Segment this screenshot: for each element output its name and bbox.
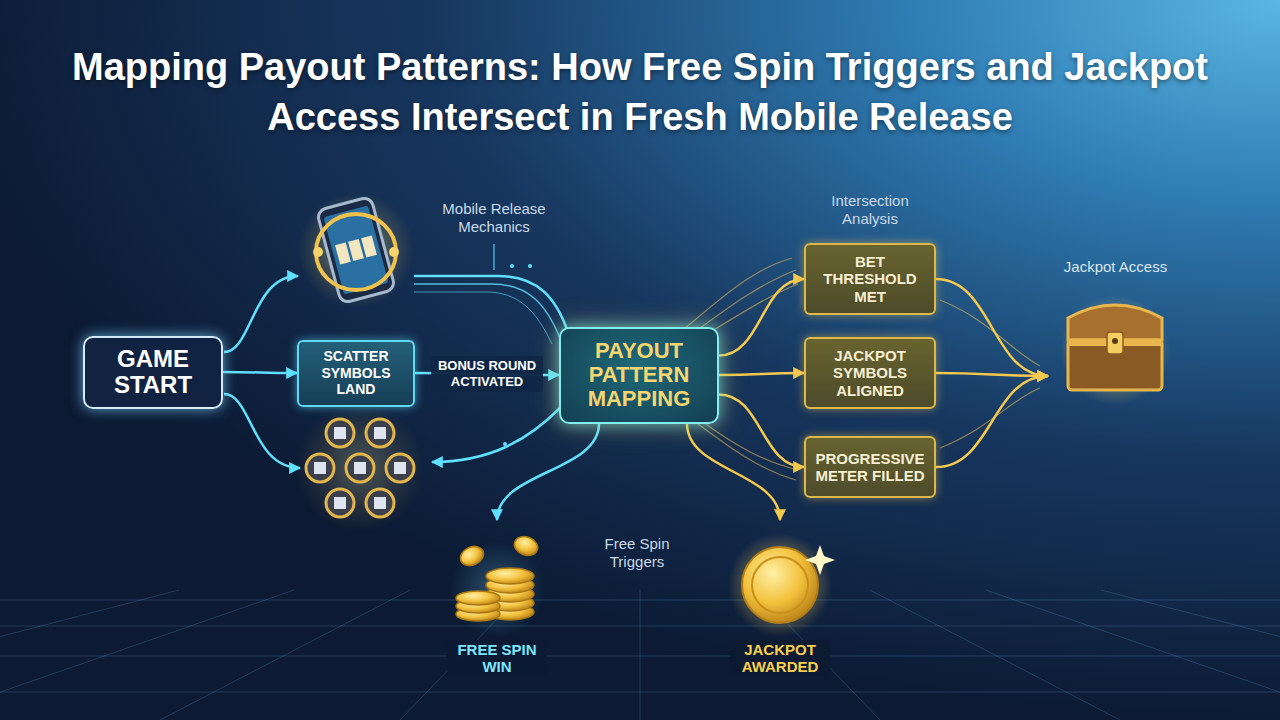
reel-icon <box>386 454 414 482</box>
reel-face <box>334 497 346 509</box>
fan-line <box>692 270 796 334</box>
fan-line <box>690 418 796 480</box>
coin-stacks <box>449 533 545 638</box>
edge-label: BONUS ROUND ACTIVATED <box>431 356 543 391</box>
reel-icon <box>366 419 394 447</box>
reel-icon <box>306 454 334 482</box>
flow-connector <box>719 279 804 356</box>
phone-reel <box>335 242 351 264</box>
flow-connector <box>936 279 1048 376</box>
ring-stud <box>389 247 399 257</box>
condition-box: JACKPOT SYMBOLS ALIGNED <box>804 337 936 409</box>
flow-connector <box>936 373 1048 376</box>
phone-glow <box>298 192 414 308</box>
coin <box>486 568 534 584</box>
fan-line <box>940 388 1040 448</box>
reel-icon <box>326 419 354 447</box>
coin-rim <box>752 557 808 613</box>
flow-connector <box>497 424 599 521</box>
phone-reel <box>361 235 377 257</box>
reel-face <box>374 427 386 439</box>
node-text: FREE SPIN WIN <box>447 640 547 677</box>
chest-glow <box>1060 295 1170 405</box>
sparkle <box>805 545 835 575</box>
coin <box>512 533 541 558</box>
flow-connector <box>936 376 1048 467</box>
flow-connector <box>719 373 804 375</box>
reel-icon <box>326 489 354 517</box>
annotation-label: Intersection Analysis <box>804 192 936 228</box>
flow-connector <box>223 372 297 373</box>
trigger-box: SCATTER SYMBOLS LAND <box>297 340 415 407</box>
reel-face <box>374 497 386 509</box>
grid-line <box>870 590 1120 720</box>
reel-face <box>334 427 346 439</box>
coin-glow <box>449 542 545 638</box>
coin <box>456 591 500 605</box>
condition-box: PROGRESSIVE METER FILLED <box>804 436 936 498</box>
release-streams <box>414 244 568 344</box>
annotation-label: Free Spin Triggers <box>581 535 693 571</box>
big-coin <box>742 547 818 623</box>
connector-group <box>223 279 1048 520</box>
treasure-chest <box>1060 295 1170 405</box>
flow-arrow <box>224 394 300 468</box>
mapping-box: PAYOUT PATTERN MAPPING <box>559 327 719 424</box>
flow-connector <box>687 424 780 521</box>
keyhole <box>1112 338 1118 344</box>
grid-line <box>0 590 179 720</box>
condition-box: BET THRESHOLD MET <box>804 243 936 315</box>
fan-line <box>704 284 798 336</box>
flow-arrow <box>224 276 298 352</box>
stream-line <box>414 292 552 344</box>
node-text: PAYOUT PATTERN MAPPING <box>571 339 707 412</box>
grid-line <box>1101 590 1280 720</box>
grid-line <box>160 590 410 720</box>
reel-face <box>354 462 366 474</box>
node-text: GAME START <box>93 346 213 399</box>
phone-body <box>317 196 396 303</box>
phone-icon <box>298 192 414 308</box>
stream-dot <box>510 264 514 268</box>
phone-ring <box>316 214 396 290</box>
reel-face <box>394 462 406 474</box>
reel-icon <box>346 454 374 482</box>
diagram-title: Mapping Payout Patterns: How Free Spin T… <box>40 42 1240 142</box>
grid-line <box>640 590 641 720</box>
floor-grid <box>0 590 1280 720</box>
reel-cluster <box>296 404 424 532</box>
jackpot-chest: Jackpot Access <box>1048 252 1183 407</box>
phone-reel <box>348 239 364 261</box>
node-text: PROGRESSIVE METER FILLED <box>814 450 926 485</box>
node-text: Jackpot Access <box>1064 258 1167 276</box>
node-text: JACKPOT AWARDED <box>730 640 830 677</box>
node-text: JACKPOT SYMBOLS ALIGNED <box>814 347 926 399</box>
coin-glow <box>728 533 832 637</box>
ring-stud <box>313 247 323 257</box>
free-spin-coins: FREE SPIN WIN <box>447 520 547 680</box>
node-text: BET THRESHOLD MET <box>814 253 926 305</box>
stream-dot <box>503 442 507 446</box>
reel-glow <box>296 404 424 532</box>
annotation-label: Mobile Release Mechanics <box>428 200 560 236</box>
return-arrow <box>432 408 560 462</box>
coin <box>457 543 486 569</box>
grid-line <box>0 590 294 720</box>
fan-line <box>940 300 1040 366</box>
jackpot-coin: JACKPOT AWARDED <box>730 520 830 680</box>
grid-line <box>986 590 1280 720</box>
flow-connector <box>719 394 804 467</box>
reel-icon <box>366 489 394 517</box>
stream-tick <box>493 244 495 270</box>
node-text: SCATTER SYMBOLS LAND <box>305 348 407 398</box>
stream-dot <box>528 264 532 268</box>
reel-face <box>314 462 326 474</box>
jackpot-coin-art <box>728 533 835 637</box>
chest-lock <box>1107 332 1123 354</box>
start-box: GAME START <box>83 336 223 409</box>
